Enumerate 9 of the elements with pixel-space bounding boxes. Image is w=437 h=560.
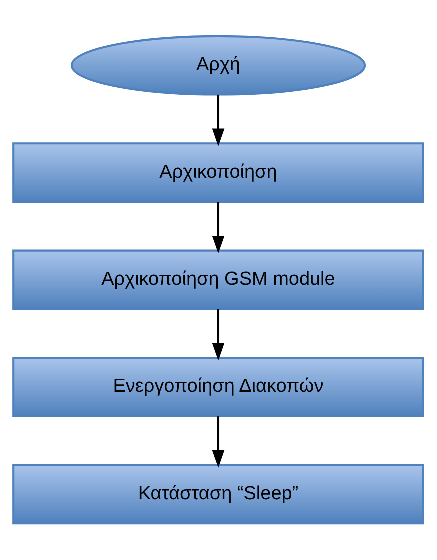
node-box: Κατάσταση “Sleep” xyxy=(12,464,424,525)
arrow xyxy=(212,309,225,361)
node-box: Ενεργοποίηση Διακοπών xyxy=(12,357,424,418)
arrow xyxy=(212,416,225,468)
node-box: Αρχικοποίηση GSM module xyxy=(12,250,424,310)
arrow xyxy=(212,94,225,146)
node-box: Αρχικοποίηση xyxy=(12,142,424,203)
node-ellipse: Αρχή xyxy=(70,35,366,96)
arrow xyxy=(212,202,225,254)
